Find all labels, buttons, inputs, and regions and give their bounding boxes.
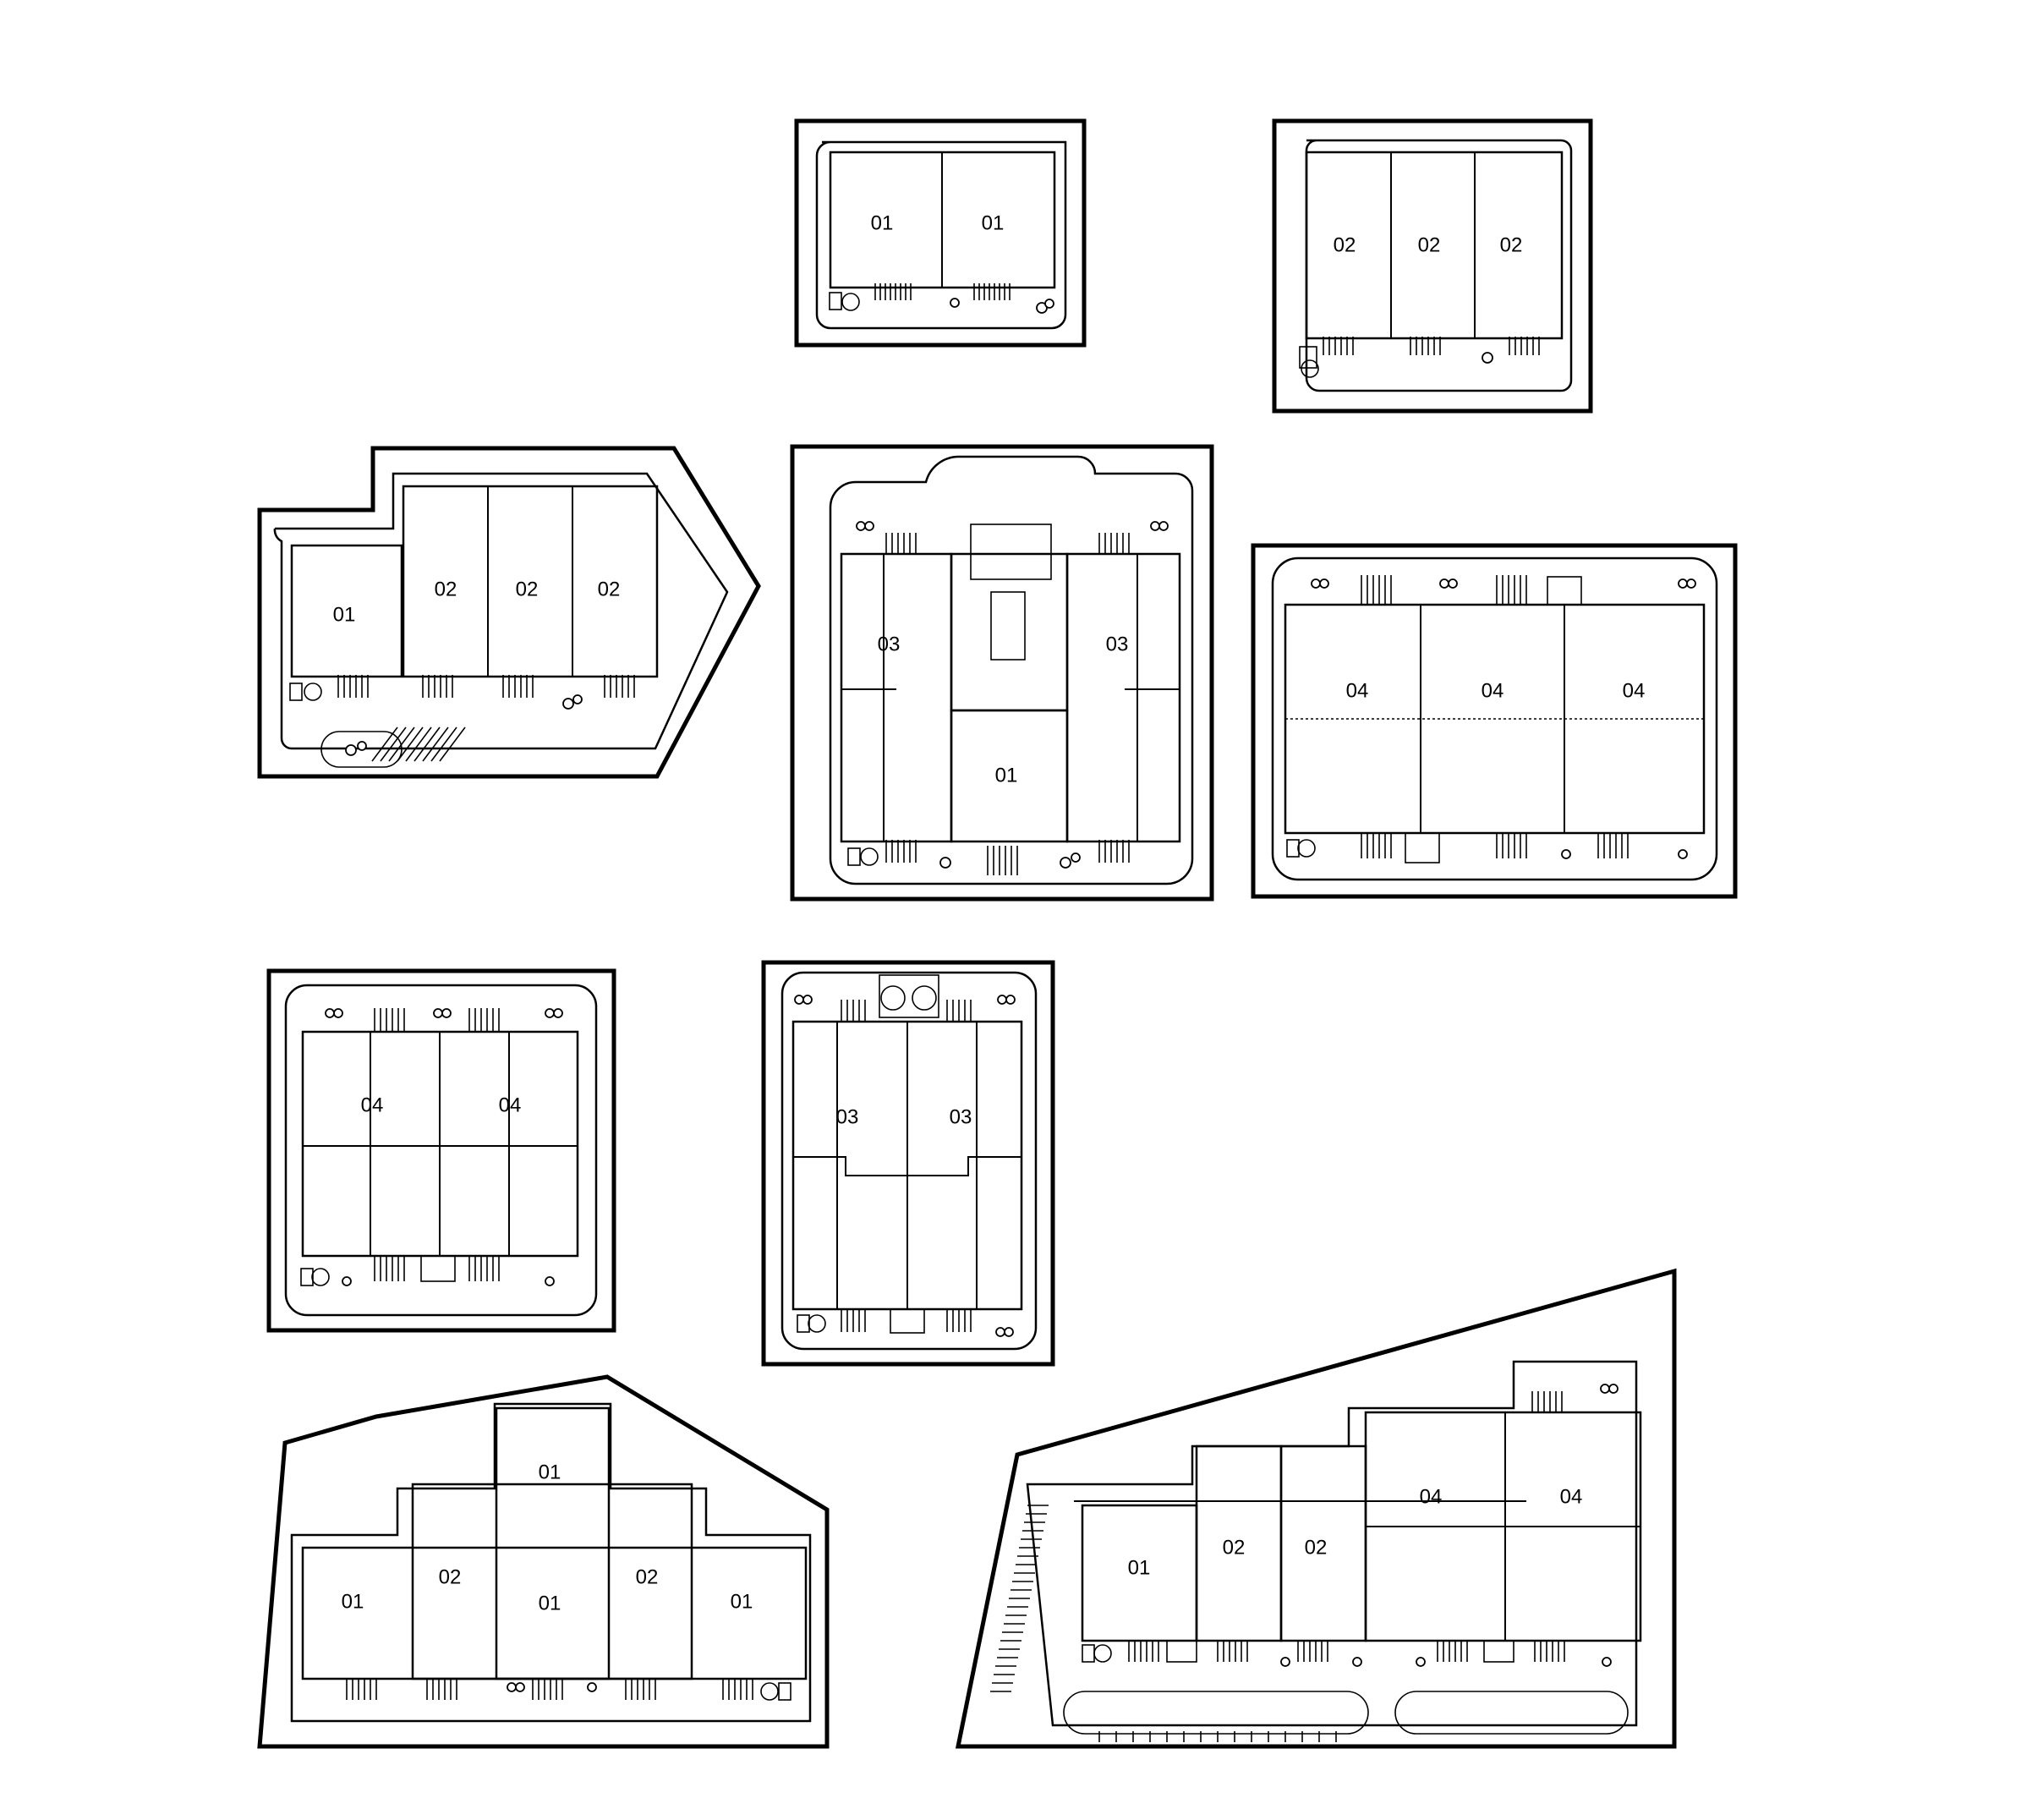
unit-label: 04 — [1560, 1485, 1583, 1508]
unit-label: 04 — [1420, 1485, 1443, 1508]
unit-label: 04 — [1482, 679, 1504, 702]
unit-label: 02 — [636, 1565, 659, 1588]
unit-label: 01 — [539, 1461, 561, 1483]
unit-label: 02 — [439, 1565, 462, 1588]
unit-label: 01 — [333, 603, 356, 626]
site-plan-g: 03 03 — [764, 962, 1053, 1364]
unit-label: 01 — [982, 211, 1005, 234]
unit-label: 01 — [1128, 1556, 1151, 1579]
unit-label: 01 — [995, 764, 1018, 787]
site-plan-d: 03 03 01 — [792, 447, 1212, 899]
unit-label: 01 — [871, 211, 894, 234]
unit-label: 02 — [1500, 233, 1523, 256]
site-plan-e: 04 04 04 — [1253, 545, 1735, 896]
unit-label: 04 — [1346, 679, 1369, 702]
site-plan-i: 01 02 02 04 04 — [958, 1271, 1674, 1746]
unit-label: 01 — [342, 1590, 364, 1613]
unit-label: 02 — [1305, 1536, 1328, 1559]
unit-label: 03 — [836, 1105, 859, 1128]
site-plan-f: 04 04 — [269, 971, 614, 1330]
unit-label: 01 — [539, 1592, 561, 1614]
site-plan-a: 01 01 — [797, 121, 1084, 345]
unit-label: 02 — [516, 578, 539, 600]
unit-label: 03 — [950, 1105, 972, 1128]
unit-label: 02 — [1223, 1536, 1246, 1559]
unit-label: 02 — [598, 578, 621, 600]
unit-label: 04 — [1623, 679, 1646, 702]
site-plan-c: 01 02 02 02 — [260, 448, 759, 776]
unit-label: 02 — [435, 578, 457, 600]
unit-label: 03 — [1106, 633, 1129, 655]
unit-label: 02 — [1334, 233, 1356, 256]
unit-label: 03 — [878, 633, 901, 655]
unit-label: 01 — [731, 1590, 753, 1613]
unit-label: 04 — [361, 1094, 384, 1116]
site-plan-b: 02 02 02 — [1274, 121, 1591, 411]
unit-label: 04 — [499, 1094, 522, 1116]
unit-label: 02 — [1418, 233, 1441, 256]
site-plan-h: 01 02 01 01 02 01 — [260, 1377, 827, 1746]
